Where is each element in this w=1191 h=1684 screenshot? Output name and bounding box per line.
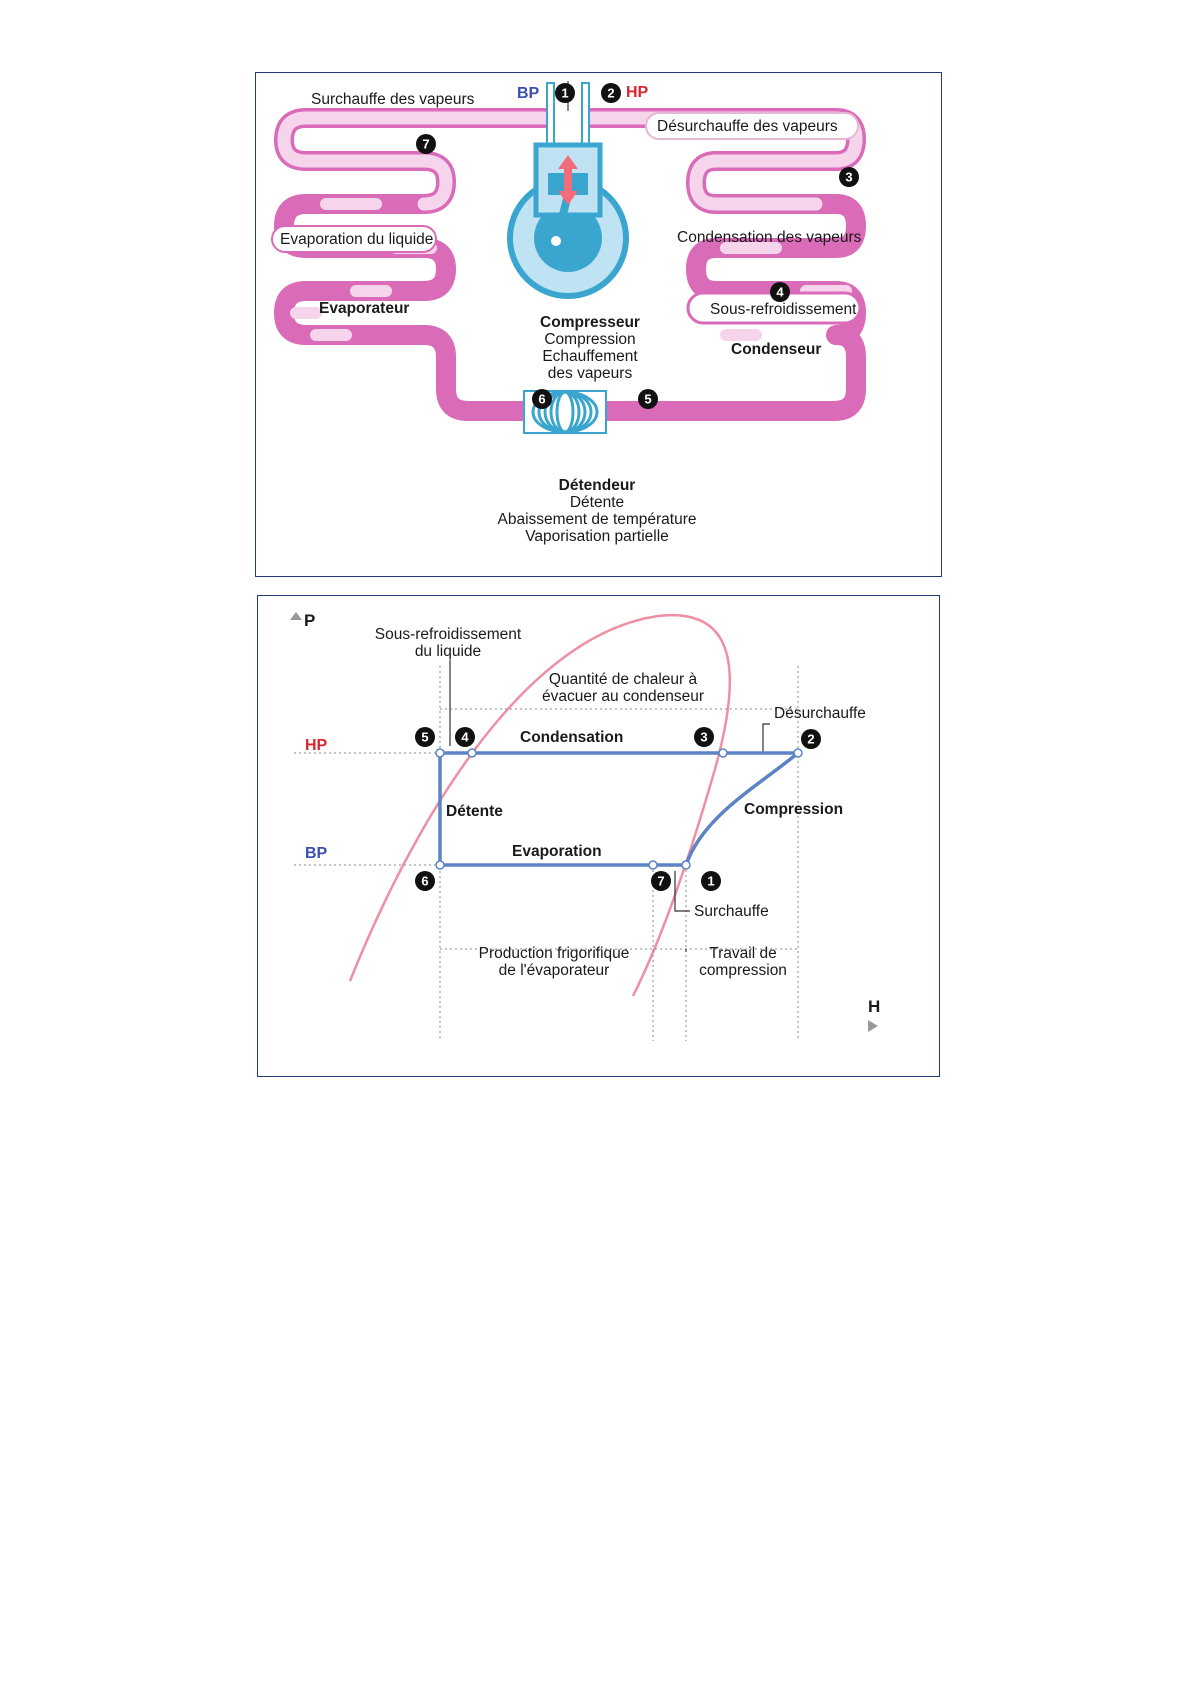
compresseur-line3: des vapeurs [548,365,633,382]
chaleur-line2: évacuer au condenseur [542,688,704,705]
detendeur-line1: Détente [570,494,624,511]
circuit-point-3: 3 [845,170,852,185]
evaporateur-label: Evaporateur [319,300,409,317]
detendeur-line2: Abaissement de température [497,511,696,528]
production-line1: Production frigorifique [479,945,630,962]
condensation-label: Condensation [520,729,623,746]
cycle-nodes [435,748,803,870]
saturation-curve [348,613,732,997]
chaleur-line1: Quantité de chaleur à [549,671,698,688]
ph-point-4: 4 [461,730,469,745]
axis-p-arrow-icon [290,612,302,620]
sous-refroidissement-line1: Sous-refroidissement [375,626,522,643]
travail-line2: compression [699,962,787,979]
evaporation-label: Evaporation [512,843,602,860]
compressor [507,81,629,299]
ph-point-7: 7 [657,874,664,889]
detendeur-line3: Vaporisation partielle [525,528,669,545]
travail-line1: Travail de [709,945,776,962]
compresseur-title: Compresseur [540,314,640,331]
evaporator-coil [274,108,554,421]
ph-hp-label: HP [305,737,328,754]
desurchauffe-vapeurs-label: Désurchauffe des vapeurs [657,118,838,135]
guide-lines [294,666,799,1041]
ph-point-5: 5 [421,730,428,745]
ph-point-3: 3 [700,730,707,745]
surchauffe-label: Surchauffe [694,903,769,920]
circuit-point-6: 6 [538,392,545,407]
hp-label: HP [626,84,649,101]
refrigeration-circuit-diagram: Surchauffe des vapeurs BP HP Désurchauff… [255,72,942,577]
axis-p-label: P [304,611,315,630]
bp-label: BP [517,85,540,102]
circuit-svg: Surchauffe des vapeurs BP HP Désurchauff… [271,81,866,545]
detendeur-title: Détendeur [559,477,636,494]
evaporation-liquide-label: Evaporation du liquide [280,231,433,248]
ph-point-markers: 1 2 3 4 5 6 7 [415,727,821,891]
circuit-point-7: 7 [422,137,429,152]
circuit-point-2: 2 [607,86,614,101]
production-line2: de l'évaporateur [499,962,610,979]
desurchauffe-label: Désurchauffe [774,705,866,722]
compresseur-line2: Echauffement [542,348,638,365]
axis-h-arrow-icon [868,1020,878,1032]
surchauffe-vapeurs-label: Surchauffe des vapeurs [311,91,475,108]
circuit-point-4: 4 [776,285,784,300]
circuit-point-5: 5 [644,392,651,407]
condenseur-label: Condenseur [731,341,821,358]
compression-label: Compression [744,801,843,818]
ph-point-6: 6 [421,874,428,889]
circuit-point-1: 1 [561,86,568,101]
ph-bp-label: BP [305,845,328,862]
sous-refroidissement-line2: du liquide [415,643,481,660]
ph-point-2: 2 [807,732,814,747]
axis-h-label: H [868,997,880,1016]
detente-label: Détente [446,803,503,820]
pressure-enthalpy-diagram: P H HP BP Sous-refroidissement du liquid… [257,595,940,1077]
ph-point-1: 1 [707,874,714,889]
condensation-vapeurs-label: Condensation des vapeurs [677,229,862,246]
ph-diagram-svg: P H HP BP Sous-refroidissement du liquid… [290,611,880,1041]
sous-refroidissement-label: Sous-refroidissement [710,301,857,318]
compresseur-line1: Compression [544,331,635,348]
leader-lines [449,660,770,952]
circuit-point-markers: 1 2 3 4 5 6 7 [416,83,859,409]
